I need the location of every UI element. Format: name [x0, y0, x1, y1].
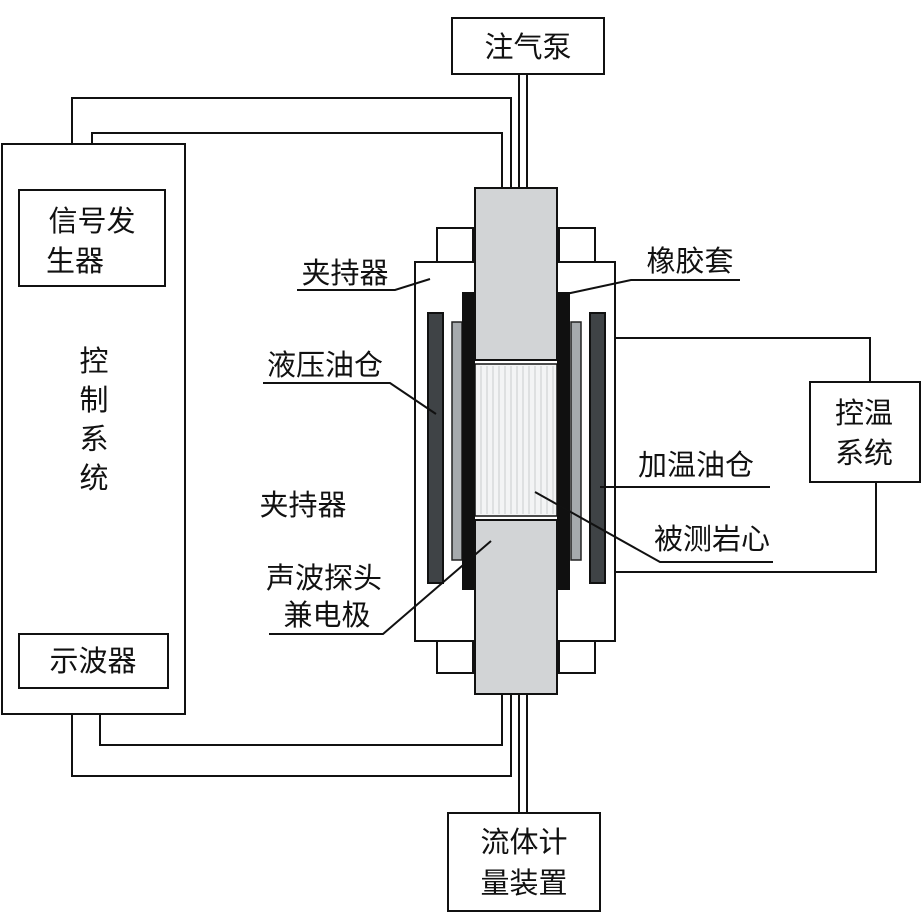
temp-line-bottom	[607, 482, 877, 573]
inner-sleeve-right	[570, 321, 582, 561]
clamp-label-middle: 夹持器	[259, 488, 346, 522]
core-sample-stripes	[480, 366, 554, 514]
leader-clamp-top	[297, 278, 431, 291]
bottom-probe	[474, 519, 558, 695]
signal-generator-box	[18, 189, 166, 287]
top-probe	[474, 187, 558, 361]
control-system-char-2: 制	[79, 383, 108, 417]
rubber-sleeve-label: 橡胶套	[646, 244, 733, 278]
hydraulic-chamber-label: 液压油仓	[267, 348, 383, 382]
hydraulic-oil-chamber	[427, 312, 444, 584]
temp-control-box	[809, 381, 921, 483]
oscilloscope-label: 示波器	[49, 644, 136, 678]
core-sample-label: 被测岩心	[654, 522, 770, 556]
temp-line-top	[607, 337, 871, 382]
flow-meter-label-line2: 量装置	[480, 866, 567, 900]
leader-lines	[263, 278, 773, 635]
signal-generator-label-line1: 信号发	[48, 204, 135, 238]
gas-pump-box	[451, 17, 605, 75]
leader-core	[534, 491, 773, 563]
temp-control-label-line1: 控温	[835, 396, 893, 430]
heating-oil-chamber	[589, 312, 606, 584]
probe-label-line1: 声波探头	[266, 561, 382, 595]
control-system-char-1: 控	[79, 344, 108, 378]
core-holder	[414, 187, 616, 695]
leader-hydraulic	[263, 382, 437, 415]
heating-chamber-label: 加温油仓	[638, 448, 754, 482]
clamp-label-top: 夹持器	[301, 256, 388, 290]
bottom-cap-left	[436, 640, 474, 674]
top-cap-left	[436, 227, 474, 263]
bottom-cap-right	[558, 640, 596, 674]
flow-meter-box	[447, 812, 601, 912]
control-system-char-4: 统	[79, 461, 108, 495]
top-cap-right	[558, 227, 596, 263]
signal-generator-label-line2: 生器	[46, 244, 104, 278]
rubber-sleeve-right	[557, 292, 570, 590]
probe-label-line2: 兼电极	[283, 598, 370, 632]
rubber-sleeve-left	[462, 292, 475, 590]
gas-pump-label: 注气泵	[484, 30, 571, 64]
leader-rubber	[565, 279, 740, 295]
core-sample	[474, 363, 558, 517]
control-system-char-3: 系	[79, 422, 108, 456]
scope-line-inner	[99, 688, 503, 746]
leader-probe	[269, 540, 492, 635]
inner-sleeve-left	[451, 321, 463, 561]
flow-meter-label-line1: 流体计	[480, 825, 567, 859]
scope-line-outer	[71, 688, 512, 777]
temp-control-label-line2: 系统	[835, 436, 893, 470]
oscilloscope-box	[18, 633, 169, 689]
